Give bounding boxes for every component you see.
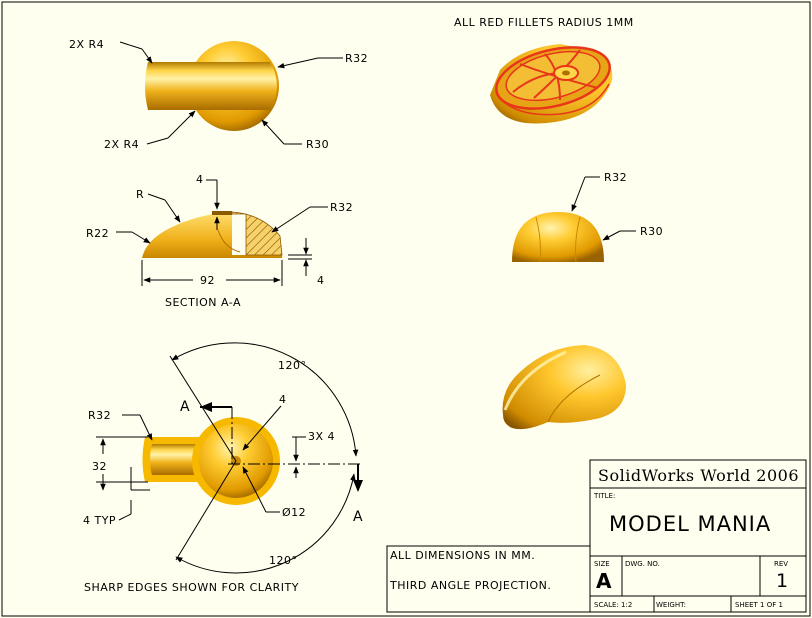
drawing-title: MODEL MANIA — [609, 512, 771, 536]
section-view: R R22 4 R32 92 4 SECTION A-A — [86, 173, 353, 309]
sharp-edges-note: SHARP EDGES SHOWN FOR CLARITY — [84, 581, 299, 594]
sheet-label: SHEET 1 OF 1 — [735, 601, 783, 609]
plan-label-120-bottom: 120° — [269, 554, 298, 567]
top-view: 2X R4 R32 2X R4 R30 — [69, 38, 368, 151]
section-profile — [142, 212, 282, 258]
section-label-4-right: 4 — [317, 274, 325, 287]
plan-label-3x-4: 3X 4 — [308, 430, 335, 443]
section-label-92: 92 — [200, 274, 215, 287]
plan-view: A A 120° 120° R32 32 4 TYP 4 3X 4 Ø12 SH… — [83, 342, 363, 594]
section-label-r32: R32 — [330, 201, 353, 214]
top-view-label-r32: R32 — [345, 52, 368, 65]
company-name: SolidWorks World 2006 — [598, 466, 799, 485]
scale-label: SCALE: 1:2 — [594, 601, 632, 609]
dwg-no-label: DWG. NO. — [625, 560, 660, 568]
top-view-label-2x-r4-top: 2X R4 — [69, 38, 104, 51]
side-view: R32 R30 — [512, 171, 663, 263]
section-label-r: R — [136, 188, 144, 201]
plan-label-dia-12: Ø12 — [282, 506, 306, 519]
side-view-label-r32: R32 — [604, 171, 627, 184]
plan-label-32: 32 — [92, 460, 107, 473]
side-view-label-r30: R30 — [640, 225, 663, 238]
iso-view-exterior — [502, 345, 626, 430]
plan-label-120-top: 120° — [278, 359, 307, 372]
size-label: SIZE — [594, 560, 610, 568]
dims-note: ALL DIMENSIONS IN MM. — [390, 549, 535, 562]
section-label-4-top: 4 — [196, 173, 204, 186]
weight-label: WEIGHT: — [656, 601, 686, 609]
top-view-label-2x-r4-bottom: 2X R4 — [104, 138, 139, 151]
section-title: SECTION A-A — [165, 296, 241, 309]
plan-label-4-typ: 4 TYP — [83, 514, 116, 527]
cut-label-a-bottom: A — [353, 509, 363, 525]
plan-label-4: 4 — [279, 393, 287, 406]
rev-value: 1 — [776, 570, 789, 592]
iso-view-fillets — [490, 44, 613, 124]
fillet-note: ALL RED FILLETS RADIUS 1MM — [454, 16, 634, 29]
top-view-label-r30: R30 — [306, 138, 329, 151]
title-label: TITLE: — [593, 492, 615, 500]
size-value: A — [596, 569, 612, 593]
section-hatch — [231, 211, 283, 256]
rev-label: REV — [774, 560, 788, 568]
top-view-handle — [145, 62, 277, 110]
title-block: ALL DIMENSIONS IN MM. THIRD ANGLE PROJEC… — [386, 459, 807, 613]
side-view-dome — [512, 212, 604, 262]
cut-label-a-top: A — [180, 399, 190, 415]
plan-label-r32: R32 — [88, 409, 111, 422]
section-label-r22: R22 — [86, 227, 109, 240]
projection-note: THIRD ANGLE PROJECTION. — [389, 579, 551, 592]
